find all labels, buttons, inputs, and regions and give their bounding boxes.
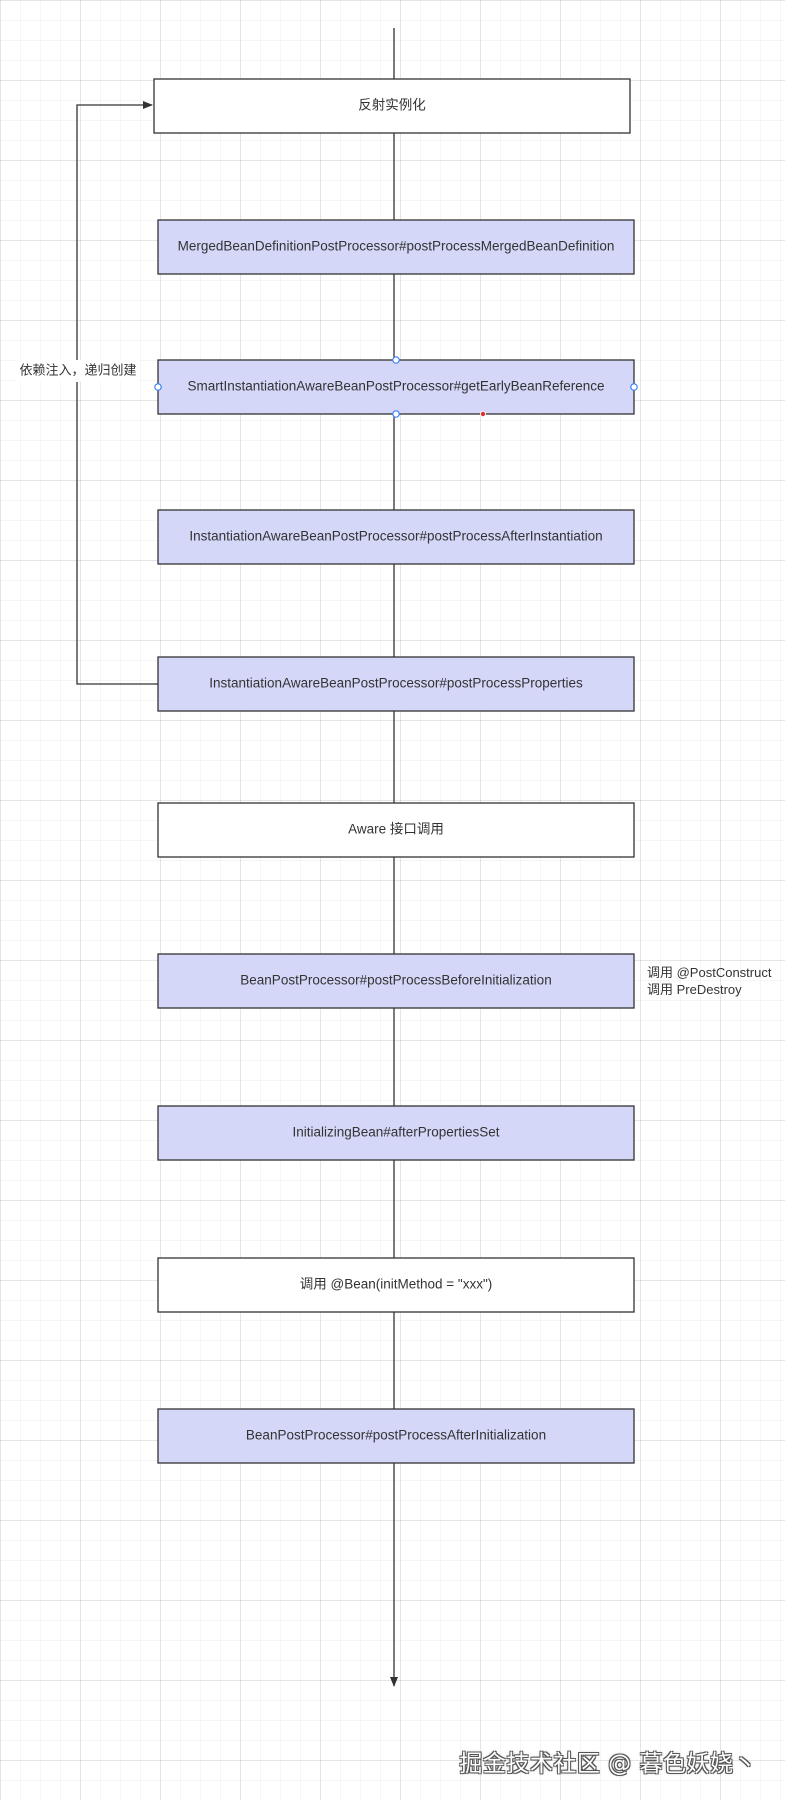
loop-label-background	[16, 360, 140, 382]
loop-label-text: 依赖注入，递归创建	[19, 362, 136, 377]
step-aware-box	[157, 802, 635, 858]
step-before-init-label: BeanPostProcessor#postProcessBeforeIniti…	[240, 973, 551, 988]
step-reflect-label: 反射实例化	[358, 98, 426, 113]
step-early[interactable]: SmartInstantiationAwareBeanPostProcessor…	[157, 359, 635, 415]
dependency-loop-connector	[76, 101, 158, 685]
step-merged-label: MergedBeanDefinitionPostProcessor#postPr…	[178, 239, 615, 254]
step-merged-box	[157, 219, 635, 275]
step-reflect-box	[153, 78, 631, 134]
step-before-init[interactable]: BeanPostProcessor#postProcessBeforeIniti…	[157, 953, 635, 1009]
step-merged[interactable]: MergedBeanDefinitionPostProcessor#postPr…	[157, 219, 635, 275]
step-aware[interactable]: Aware 接口调用	[157, 802, 635, 858]
step-aware-label: Aware 接口调用	[348, 821, 444, 837]
step-after-init-box	[157, 1408, 635, 1464]
resize-handle-right[interactable]	[630, 383, 638, 391]
watermark: 掘金技术社区 @ 暮色妖娆丶	[459, 1751, 757, 1777]
step-props[interactable]: InstantiationAwareBeanPostProcessor#post…	[157, 656, 635, 712]
step-reflect[interactable]: 反射实例化	[153, 78, 631, 134]
step-before-init-box	[157, 953, 635, 1009]
loop-label: 依赖注入，递归创建	[16, 360, 140, 382]
step-props-label: InstantiationAwareBeanPostProcessor#post…	[209, 676, 583, 691]
step-init-method-label: 调用 @Bean(initMethod = "xxx")	[300, 1277, 492, 1292]
step-init-bean[interactable]: InitializingBean#afterPropertiesSet	[157, 1105, 635, 1161]
side-note-line-2: 调用 PreDestroy	[647, 982, 742, 997]
step-init-bean-box	[157, 1105, 635, 1161]
resize-handle-top[interactable]	[392, 356, 400, 364]
step-after-init[interactable]: BeanPostProcessor#postProcessAfterInitia…	[157, 1408, 635, 1464]
step-init-method[interactable]: 调用 @Bean(initMethod = "xxx")	[157, 1257, 635, 1313]
step-after-inst-label: InstantiationAwareBeanPostProcessor#post…	[189, 529, 602, 544]
step-early-label: SmartInstantiationAwareBeanPostProcessor…	[188, 379, 605, 394]
step-after-inst[interactable]: InstantiationAwareBeanPostProcessor#post…	[157, 509, 635, 565]
side-note-line-1: 调用 @PostConstruct	[647, 965, 772, 980]
resize-handle-left[interactable]	[154, 383, 162, 391]
resize-handle-bottom[interactable]	[392, 410, 400, 418]
side-note: 调用 @PostConstruct 调用 PreDestroy	[647, 965, 772, 997]
selection-handles	[154, 356, 638, 418]
step-after-init-label: BeanPostProcessor#postProcessAfterInitia…	[246, 1428, 546, 1443]
step-init-bean-label: InitializingBean#afterPropertiesSet	[292, 1125, 499, 1140]
step-init-method-box	[157, 1257, 635, 1313]
step-after-inst-box	[157, 509, 635, 565]
step-props-box	[157, 656, 635, 712]
connection-anchor-point[interactable]	[479, 410, 486, 417]
